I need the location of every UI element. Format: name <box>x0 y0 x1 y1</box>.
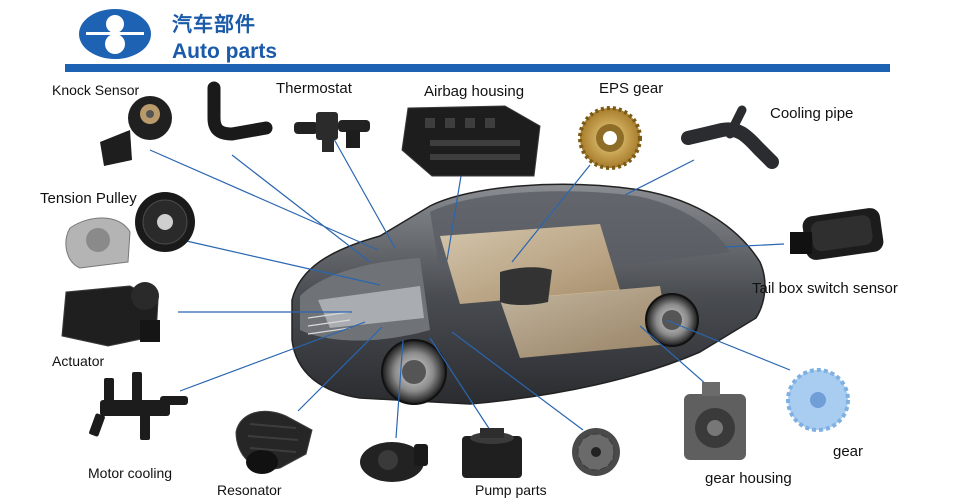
actuator-illustration <box>61 282 160 347</box>
brand-logo-icon <box>79 9 151 59</box>
label-pump-parts: Pump parts <box>475 482 547 498</box>
pump-illustration <box>360 442 428 482</box>
label-airbag-housing: Airbag housing <box>424 83 525 100</box>
impeller-illustration <box>572 428 620 476</box>
knock-sensor-illustration <box>100 96 172 166</box>
tail-box-switch-sensor-illustration <box>790 208 884 260</box>
label-gear: gear <box>833 443 864 460</box>
airbag-housing-illustration <box>401 105 541 177</box>
page-title-chinese: 汽车部件 <box>172 14 256 36</box>
motor-cooling-illustration <box>89 372 188 440</box>
page-title: Auto parts <box>172 40 277 63</box>
label-actuator: Actuator <box>52 353 105 369</box>
label-tension-pulley: Tension Pulley <box>40 190 137 207</box>
leader-lines <box>149 131 791 439</box>
resonator-illustration <box>235 410 313 474</box>
thermostat-pipe-illustration <box>207 81 273 141</box>
label-cooling-pipe: Cooling pipe <box>770 105 854 122</box>
cooling-pipe-illustration <box>681 105 779 169</box>
header-divider <box>65 64 890 72</box>
label-motor-cooling: Motor cooling <box>88 465 173 481</box>
pump-parts-illustration <box>462 428 522 478</box>
tension-pulley-illustration <box>65 192 195 269</box>
label-gear-housing: gear housing <box>705 470 792 487</box>
gear-housing-illustration <box>684 382 746 460</box>
label-eps-gear: EPS gear <box>599 80 664 97</box>
blue-gear-illustration <box>786 368 850 432</box>
eps-gear-illustration <box>578 106 642 170</box>
car-cutaway-illustration <box>291 183 766 405</box>
label-knock-sensor: Knock Sensor <box>52 82 140 98</box>
label-tail-box-switch-sensor: Tail box switch sensor <box>752 280 898 297</box>
label-resonator: Resonator <box>217 482 282 498</box>
label-thermostat: Thermostat <box>276 80 352 97</box>
thermostat-valve-illustration <box>294 112 370 152</box>
